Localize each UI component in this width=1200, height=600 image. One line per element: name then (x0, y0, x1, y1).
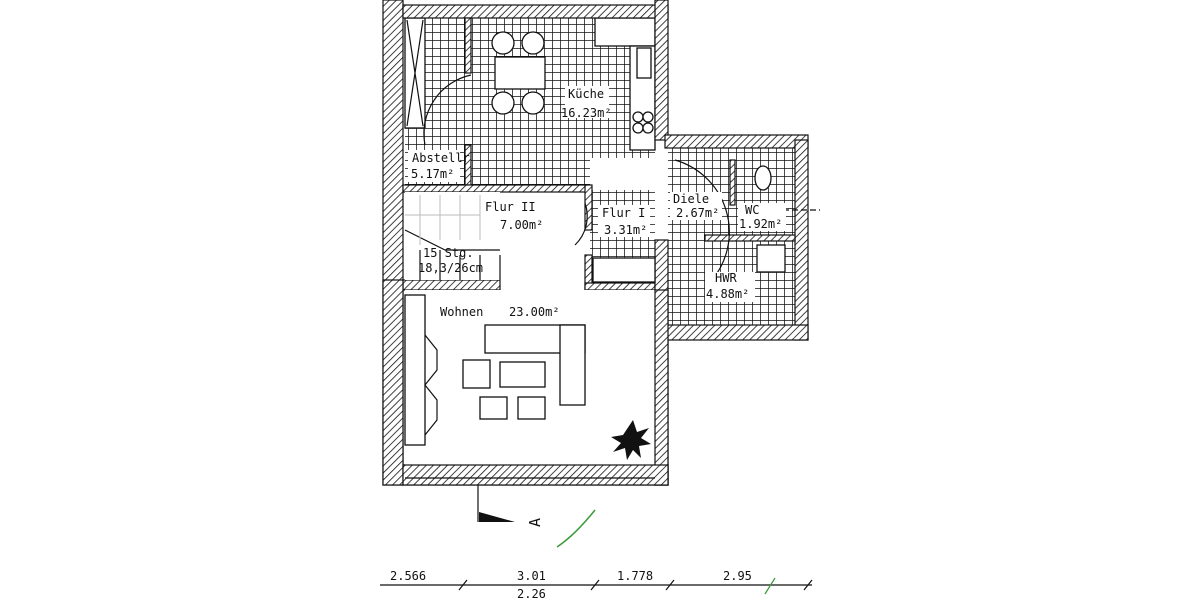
room-name-wohnen: Wohnen (440, 305, 483, 319)
washing-machine (756, 244, 786, 273)
kitchen-niche (590, 158, 655, 185)
upper-cabinet (594, 17, 656, 47)
door-flur (574, 202, 588, 246)
door-abstellr (423, 74, 472, 146)
dim-3: 1.778 (617, 569, 653, 583)
room-name-wc: WC (745, 203, 759, 217)
shoe-cabinet (592, 257, 656, 283)
staircase (404, 192, 501, 280)
dim-4: 2.95 (723, 569, 752, 583)
dim-1: 2.566 (390, 569, 426, 583)
room-name-flur2: Flur II (485, 200, 536, 214)
dim-bottom-1: 2.26 (517, 587, 546, 600)
room-area-flur1: 3.31m² (604, 223, 647, 237)
room-area-hwr: 4.88m² (706, 287, 749, 301)
sofa (462, 324, 586, 420)
stove (632, 111, 654, 134)
stair-steps: 15 Stg. (423, 246, 474, 260)
room-area-abstellr: 5.17m² (411, 167, 454, 181)
room-area-diele: 2.67m² (676, 206, 719, 220)
room-name-flur1: Flur I (602, 206, 645, 220)
room-area-wohnen: 23.00m² (509, 305, 560, 319)
room-area-wc: 1.92m² (739, 217, 782, 231)
door-diele (674, 159, 730, 281)
dim-2: 3.01 (517, 569, 546, 583)
stair-rise: 18,3/26cm (418, 261, 483, 275)
room-area-kueche: 16.23m² (561, 106, 612, 120)
room-name-hwr: HWR (715, 271, 737, 285)
dimension-line: 2.566 3.01 1.778 2.95 2.26 (380, 569, 813, 600)
sideboard (404, 294, 438, 446)
room-name-diele: Diele (673, 192, 709, 206)
room-area-flur2: 7.00m² (500, 218, 543, 232)
dining-table (491, 31, 546, 115)
sink (636, 47, 652, 79)
section-label: A (526, 518, 544, 527)
section-marker: A (477, 485, 544, 527)
plant-icon (611, 420, 651, 460)
toilet (754, 165, 772, 191)
room-labels: Küche 16.23m² Abstellr 5.17m² Flur II 7.… (408, 86, 786, 319)
check-mark (556, 509, 596, 548)
room-name-kueche: Küche (568, 87, 604, 101)
room-name-abstellr: Abstellr (412, 151, 470, 165)
